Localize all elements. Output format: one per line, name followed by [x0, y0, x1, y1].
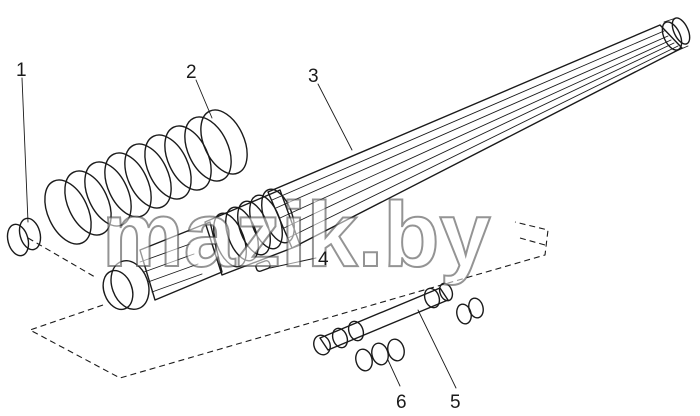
plunger-rod — [313, 282, 454, 356]
leader-lines — [21, 77, 457, 389]
callout-4: 4 — [318, 249, 329, 270]
snap-rings — [6, 217, 42, 257]
callout-3: 3 — [308, 66, 319, 87]
callout-2: 2 — [186, 62, 197, 83]
callout-6: 6 — [396, 392, 407, 413]
splined-shaft — [267, 17, 691, 249]
seal-ring-stack — [44, 109, 248, 245]
callout-1: 1 — [16, 60, 27, 81]
shaft-collar — [204, 188, 301, 276]
shaft-gear-end — [102, 221, 223, 311]
pin-part — [255, 259, 271, 273]
callout-5: 5 — [450, 392, 461, 413]
o-rings — [355, 297, 484, 372]
watermark-text: mazik.by — [102, 184, 491, 286]
